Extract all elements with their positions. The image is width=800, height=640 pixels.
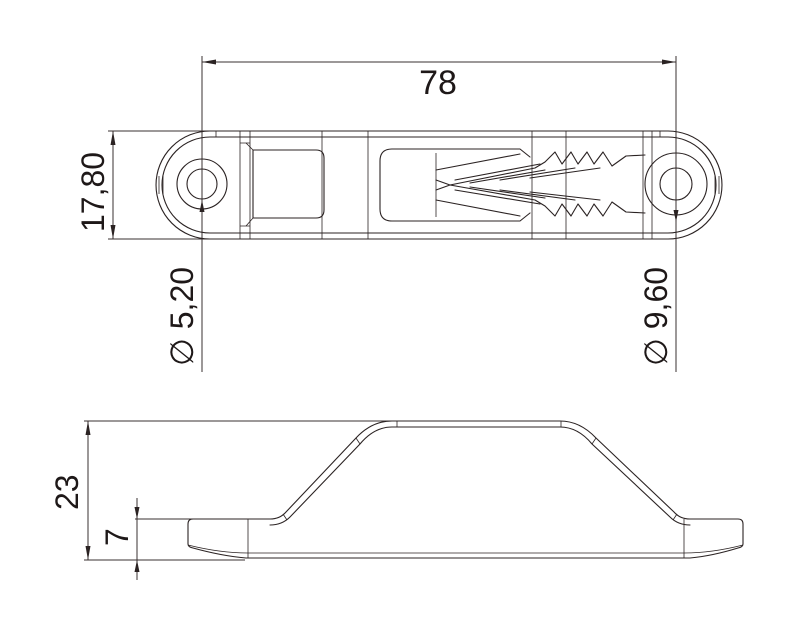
right-eyelet: [644, 152, 708, 216]
dimension-label-7: 7: [99, 528, 135, 546]
dimension-label-23: 23: [49, 474, 85, 510]
dimension-base-height: 7: [99, 498, 245, 580]
body-details: [215, 131, 661, 239]
left-eyelet: [176, 158, 228, 210]
dimension-overall-height: 23: [49, 420, 402, 561]
arrow-left-hole: [199, 200, 205, 212]
arrow-right-hole: [673, 210, 679, 222]
dimension-label-dia-5-20: ∅ 5,20: [164, 267, 200, 366]
dimension-label-17-80: 17,80: [75, 152, 111, 232]
top-view-outline: [155, 130, 723, 240]
side-view: 23 7: [49, 420, 744, 580]
dimension-overall-length: 78: [201, 56, 677, 372]
dimension-label-dia-9-60: ∅ 9,60: [638, 267, 674, 366]
top-view: 78 17,80 ∅ 5,20 ∅ 9,60: [75, 56, 723, 372]
dimension-label-78: 78: [419, 64, 457, 102]
side-view-profile: [187, 420, 744, 559]
dimension-width: 17,80: [75, 130, 210, 240]
